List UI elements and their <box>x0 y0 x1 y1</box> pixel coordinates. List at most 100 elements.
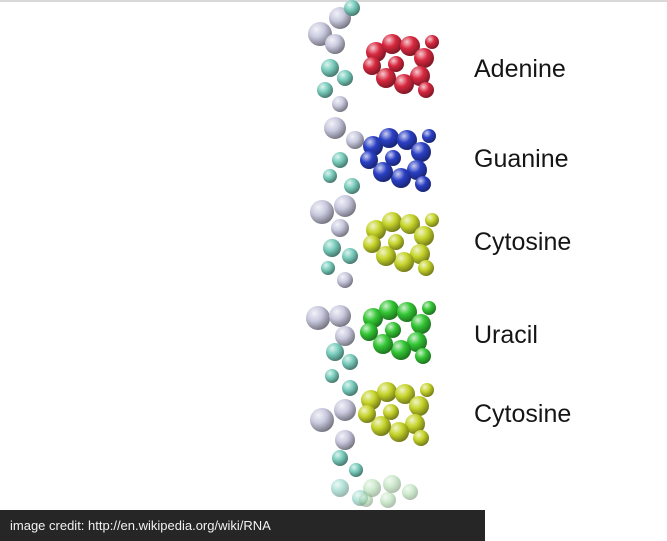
phosphate-sphere <box>344 0 360 16</box>
sugar-sphere <box>325 34 345 54</box>
base-atom <box>383 404 399 420</box>
base-atom <box>397 130 417 150</box>
phosphate-sphere <box>321 59 339 77</box>
label-guanine: Guanine <box>474 145 569 173</box>
base-atom <box>382 212 402 232</box>
base-atom <box>363 235 381 253</box>
phosphate-sphere <box>331 479 349 497</box>
label-cytosine: Cytosine <box>474 228 572 256</box>
sugar-sphere <box>310 408 334 432</box>
label-adenine: Adenine <box>474 55 566 83</box>
sugar-sphere <box>329 305 351 327</box>
phosphate-sphere <box>325 369 339 383</box>
base-atom <box>377 382 397 402</box>
base-atom <box>358 405 376 423</box>
base-atom <box>422 301 436 315</box>
base-atom <box>415 176 431 192</box>
base-atom <box>382 34 402 54</box>
sugar-sphere <box>324 117 346 139</box>
phosphate-sphere <box>317 82 333 98</box>
base-atom <box>400 36 420 56</box>
top-divider <box>0 0 667 2</box>
phosphate-sphere <box>344 178 360 194</box>
base-atom <box>363 308 383 328</box>
base-atom <box>410 66 430 86</box>
base-atom <box>405 414 425 434</box>
phosphate-sphere <box>349 463 363 477</box>
sugar-sphere <box>306 306 330 330</box>
base-atom <box>391 168 411 188</box>
base-atom <box>411 314 431 334</box>
image-credit-text: image credit: http://en.wikipedia.org/wi… <box>10 518 271 533</box>
base-atom <box>407 332 427 352</box>
phosphate-sphere <box>342 380 358 396</box>
base-atom <box>385 150 401 166</box>
sugar-sphere <box>334 399 356 421</box>
sugar-sphere <box>335 430 355 450</box>
base-atom <box>389 422 409 442</box>
base-atom <box>363 136 383 156</box>
base-atom <box>366 220 386 240</box>
base-atom <box>418 82 434 98</box>
base-atom <box>395 384 415 404</box>
base-atom <box>373 162 393 182</box>
sugar-sphere <box>334 195 356 217</box>
sugar-sphere <box>337 272 353 288</box>
base-atom <box>409 396 429 416</box>
phosphate-sphere <box>332 450 348 466</box>
base-atom <box>383 475 401 493</box>
label-uracil: Uracil <box>474 321 538 349</box>
base-atom <box>376 68 396 88</box>
sugar-sphere <box>331 219 349 237</box>
base-atom <box>385 322 401 338</box>
base-atom <box>418 260 434 276</box>
base-atom <box>414 48 434 68</box>
phosphate-sphere <box>323 239 341 257</box>
label-cytosine: Cytosine <box>474 400 572 428</box>
base-atom <box>391 340 411 360</box>
base-atom <box>373 334 393 354</box>
base-atom <box>397 302 417 322</box>
base-atom <box>407 160 427 180</box>
phosphate-sphere <box>332 152 348 168</box>
base-atom <box>366 42 386 62</box>
image-credit-bar: image credit: http://en.wikipedia.org/wi… <box>0 510 485 541</box>
base-atom <box>379 128 399 148</box>
base-atom <box>380 492 396 508</box>
base-atom <box>361 390 381 410</box>
base-atom <box>376 246 396 266</box>
phosphate-sphere <box>323 169 337 183</box>
base-atom <box>363 479 381 497</box>
sugar-sphere <box>335 326 355 346</box>
sugar-sphere <box>346 131 364 149</box>
base-atom <box>420 383 434 397</box>
sugar-sphere <box>310 200 334 224</box>
base-atom <box>425 213 439 227</box>
base-atom <box>415 348 431 364</box>
base-atom <box>394 252 414 272</box>
base-atom <box>402 484 418 500</box>
base-atom <box>360 151 378 169</box>
base-atom <box>394 74 414 94</box>
sugar-sphere <box>332 96 348 112</box>
base-atom <box>410 244 430 264</box>
sugar-phosphate-backbone <box>306 0 368 506</box>
base-atom <box>359 493 373 507</box>
base-atom <box>363 57 381 75</box>
phosphate-sphere <box>321 261 335 275</box>
base-atom <box>371 416 391 436</box>
base-atom <box>425 35 439 49</box>
phosphate-sphere <box>337 70 353 86</box>
base-atom <box>411 142 431 162</box>
base-atom <box>413 430 429 446</box>
base-atom <box>360 323 378 341</box>
base-atom <box>414 226 434 246</box>
phosphate-sphere <box>342 248 358 264</box>
base-atom <box>388 234 404 250</box>
base-atom <box>388 56 404 72</box>
base-atom <box>400 214 420 234</box>
phosphate-sphere <box>342 354 358 370</box>
base-atom <box>422 129 436 143</box>
base-atom <box>379 300 399 320</box>
